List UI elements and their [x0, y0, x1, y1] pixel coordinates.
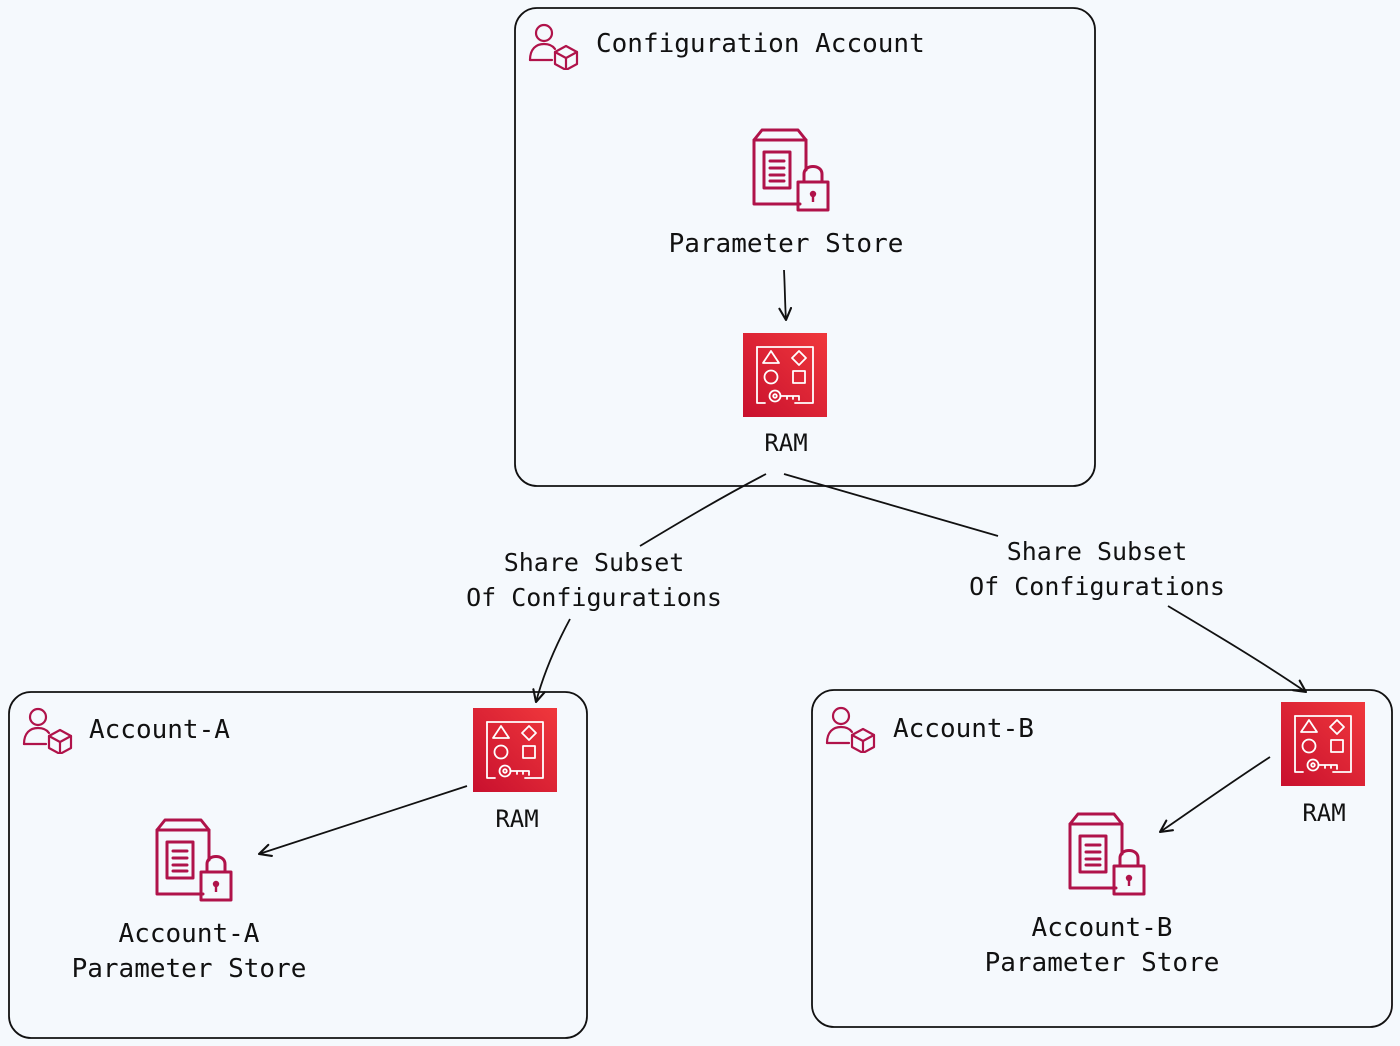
- share-right-label-line1: Share Subset: [1007, 537, 1188, 566]
- ram-icon: [743, 333, 827, 417]
- account-icon: [528, 23, 579, 70]
- share-right-line-upper: [783, 473, 999, 537]
- account-b-group: Account-B RAM Account-B Parameter Store: [811, 689, 1393, 1028]
- share-left-line-upper: [639, 473, 767, 547]
- share-left-label-line1: Share Subset: [504, 548, 685, 577]
- account-b-title: Account-B: [893, 714, 1034, 744]
- parameter-store-icon: [1068, 812, 1146, 896]
- parameter-store-icon: [752, 128, 830, 212]
- share-right-label-line2: Of Configurations: [969, 572, 1225, 601]
- configuration-account-box: [514, 7, 1096, 487]
- configuration-account-title: Configuration Account: [596, 29, 925, 59]
- account-a-ram-to-param-store-arrow: [257, 785, 468, 857]
- account-b-box: [811, 689, 1393, 1028]
- ram-label: RAM: [495, 805, 538, 833]
- account-a-param-store-label-line2: Parameter Store: [72, 954, 307, 984]
- share-left-edge: Share Subset Of Configurations: [466, 473, 767, 704]
- parameter-store-icon: [155, 818, 233, 902]
- param-store-to-ram-arrow: [778, 269, 793, 322]
- account-icon: [825, 706, 876, 753]
- account-a-param-store-label-line1: Account-A: [119, 919, 260, 949]
- account-b-param-store-label-line2: Parameter Store: [985, 948, 1220, 978]
- account-a-box: [8, 691, 588, 1039]
- share-right-arrow: [1167, 605, 1308, 694]
- ram-label: RAM: [1302, 799, 1345, 827]
- account-a-title: Account-A: [89, 715, 230, 745]
- account-b-ram-to-param-store-arrow: [1158, 756, 1271, 834]
- share-left-label-line2: Of Configurations: [466, 583, 722, 612]
- account-b-param-store-label-line1: Account-B: [1032, 913, 1173, 943]
- parameter-store-label: Parameter Store: [669, 229, 904, 259]
- share-right-edge: Share Subset Of Configurations: [783, 473, 1308, 694]
- account-a-group: Account-A RAM Account-A Parameter Store: [8, 691, 588, 1039]
- configuration-account-group: Configuration Account Parameter Store RA…: [514, 7, 1096, 487]
- ram-icon: [473, 708, 557, 792]
- account-icon: [22, 707, 73, 754]
- ram-icon: [1281, 702, 1365, 786]
- share-left-arrow: [532, 618, 571, 704]
- ram-label: RAM: [764, 429, 807, 457]
